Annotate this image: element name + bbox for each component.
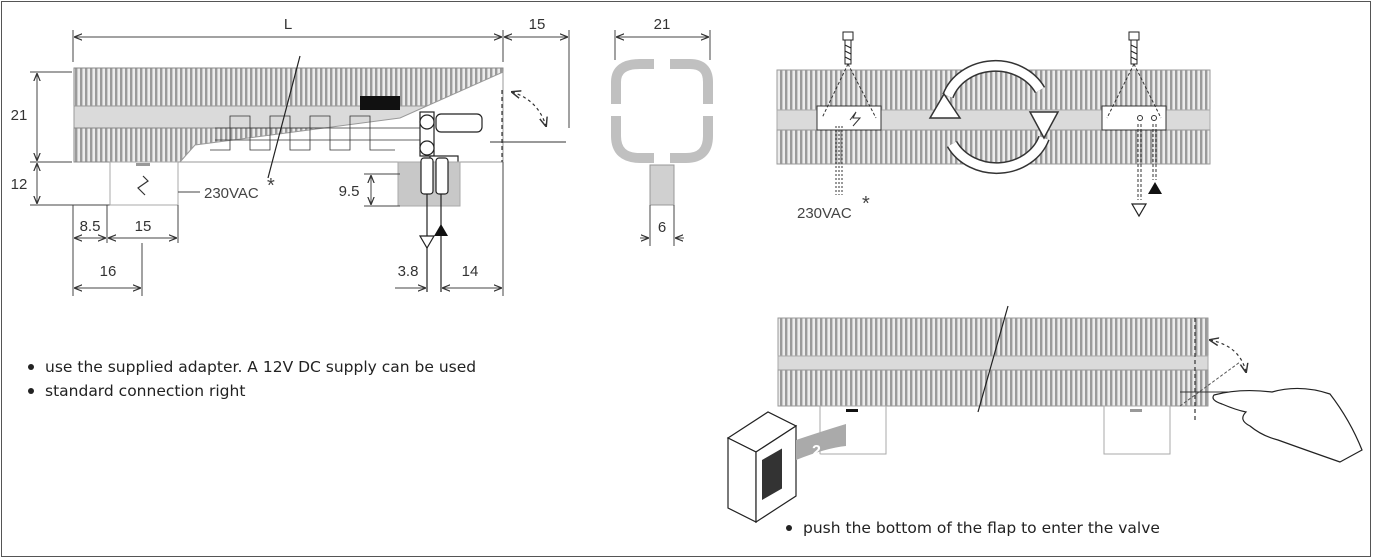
power-label-left: 230VAC <box>204 185 259 202</box>
dim-3-8: 3.8 <box>398 263 419 280</box>
dim-8-5: 8.5 <box>80 218 101 235</box>
mounting-view: 230VAC * <box>776 31 1211 222</box>
dim-9-5: 9.5 <box>339 183 360 200</box>
note-connection: standard connection right <box>22 382 245 400</box>
note-adapter-text: use the supplied adapter. A 12V DC suppl… <box>45 358 477 376</box>
dim-15-top: 15 <box>529 16 546 33</box>
note-flap: push the bottom of the flap to enter the… <box>780 519 1160 537</box>
asterisk-right: * <box>862 193 870 215</box>
heat-exchanger <box>210 115 420 151</box>
dim-L: L <box>284 16 292 33</box>
rotate-icon <box>928 59 1060 175</box>
note-adapter: use the supplied adapter. A 12V DC suppl… <box>22 358 476 376</box>
bracket-left <box>816 105 882 131</box>
note-connection-text: standard connection right <box>45 382 246 400</box>
screw-icon <box>842 31 854 65</box>
fan-unit <box>360 96 400 110</box>
profile-view: 21 6 <box>610 16 714 246</box>
screw-icon <box>1128 31 1140 65</box>
lightning-icon <box>137 175 149 196</box>
profile-outline <box>611 59 713 163</box>
side-view: L 15 <box>11 16 570 296</box>
flow-icon <box>434 224 448 236</box>
note-flap-text: push the bottom of the flap to enter the… <box>803 519 1160 537</box>
bracket-right <box>1101 105 1167 131</box>
dim-16: 16 <box>100 263 117 280</box>
dim-15-bottom: 15 <box>135 218 152 235</box>
dim-21-side: 21 <box>11 107 28 124</box>
dim-6: 6 <box>658 219 666 236</box>
product-box-icon: 2 <box>726 411 846 524</box>
dim-14: 14 <box>462 263 479 280</box>
dim-12: 12 <box>11 176 28 193</box>
flap-view: 2 <box>726 305 1363 524</box>
box-badge: 2 <box>812 443 821 460</box>
hand-icon <box>1212 387 1363 463</box>
connection-pipes <box>420 157 449 195</box>
power-label-right: 230VAC <box>797 205 852 222</box>
return-icon <box>418 235 436 250</box>
asterisk-left: * <box>267 175 275 197</box>
dim-21-profile: 21 <box>654 16 671 33</box>
